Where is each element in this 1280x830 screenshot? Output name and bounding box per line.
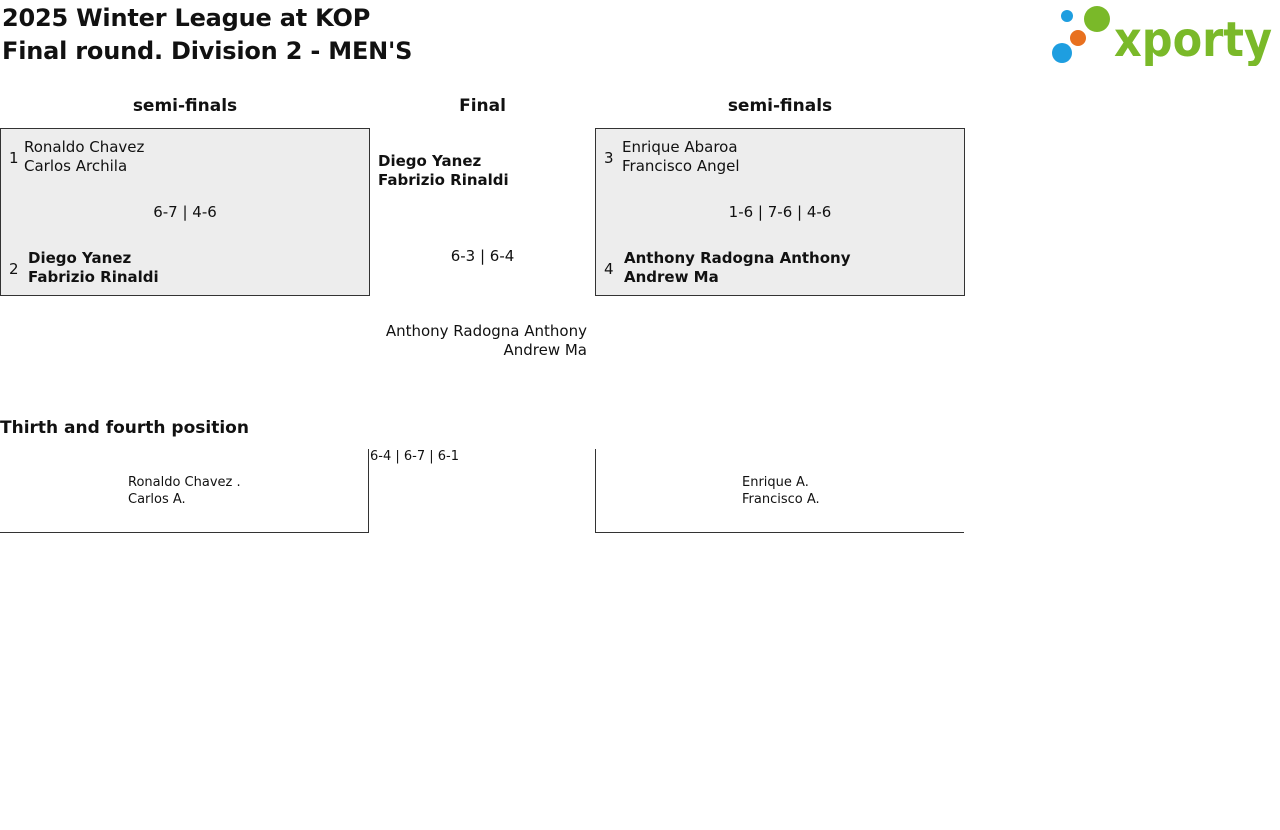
logo-dot-blue [1052,43,1072,63]
player-name: Enrique Abaroa [622,138,738,156]
player-name: Carlos A. [128,492,186,507]
semi-final-left-match: 1 Ronaldo Chavez Carlos Archila 6-7 | 4-… [0,128,370,296]
semi-final-right-match: 3 Enrique Abaroa Francisco Angel 1-6 | 7… [595,128,965,296]
semi-finals-left-heading: semi-finals [132,96,238,116]
player-name: Andrew Ma [503,341,587,359]
seed-number: 1 [9,149,19,167]
logo-dot-blue-small [1061,10,1073,22]
third-place-left-match: Ronaldo Chavez . Carlos A. [0,449,369,533]
player-name: Diego Yanez [378,152,482,170]
final-heading: Final [459,96,506,116]
semi-left-score: 6-7 | 4-6 [153,203,217,221]
third-place-right-team: Enrique A. Francisco A. [742,474,820,508]
semi-right-team2-winner: Anthony Radogna Anthony Andrew Ma [624,249,851,287]
seed-number: 3 [604,149,614,167]
final-score: 6-3 | 6-4 [450,247,515,265]
player-name: Ronaldo Chavez [24,138,145,156]
player-name: Andrew Ma [624,268,719,286]
third-fourth-heading: Thirth and fourth position [0,418,249,438]
player-name: Diego Yanez [28,249,132,267]
player-name: Anthony Radogna Anthony [624,249,851,267]
page-title-line1: 2025 Winter League at KOP [2,4,371,32]
third-place-right-match: Enrique A. Francisco A. [595,449,964,533]
player-name: Enrique A. [742,475,809,490]
player-name: Francisco Angel [622,157,740,175]
page-title-line2: Final round. Division 2 - MEN'S [2,37,413,65]
logo-dot-orange [1070,30,1086,46]
final-team2: Anthony Radogna Anthony Andrew Ma [370,322,587,360]
third-place-left-team: Ronaldo Chavez . Carlos A. [128,474,241,508]
logo-dot-green [1084,6,1110,32]
semi-right-team1: Enrique Abaroa Francisco Angel [622,138,740,176]
page-title: 2025 Winter League at KOP Final round. D… [2,2,412,68]
final-team1-winner: Diego Yanez Fabrizio Rinaldi [378,152,509,190]
xporty-logo[interactable]: xporty [1052,4,1274,66]
semi-left-team2-winner: Diego Yanez Fabrizio Rinaldi [28,249,159,287]
seed-number: 2 [9,260,19,278]
semi-left-team1: Ronaldo Chavez Carlos Archila [24,138,144,176]
player-name: Fabrizio Rinaldi [28,268,159,286]
seed-number: 4 [604,260,614,278]
player-name: Francisco A. [742,492,820,507]
third-place-score: 6-4 | 6-7 | 6-1 [370,449,459,464]
player-name: Ronaldo Chavez . [128,475,241,490]
logo-wordmark: xporty [1114,12,1272,66]
player-name: Anthony Radogna Anthony [385,322,587,340]
semi-finals-right-heading: semi-finals [727,96,833,116]
player-name: Fabrizio Rinaldi [378,171,509,189]
player-name: Carlos Archila [24,157,128,175]
semi-right-score: 1-6 | 7-6 | 4-6 [728,203,832,221]
